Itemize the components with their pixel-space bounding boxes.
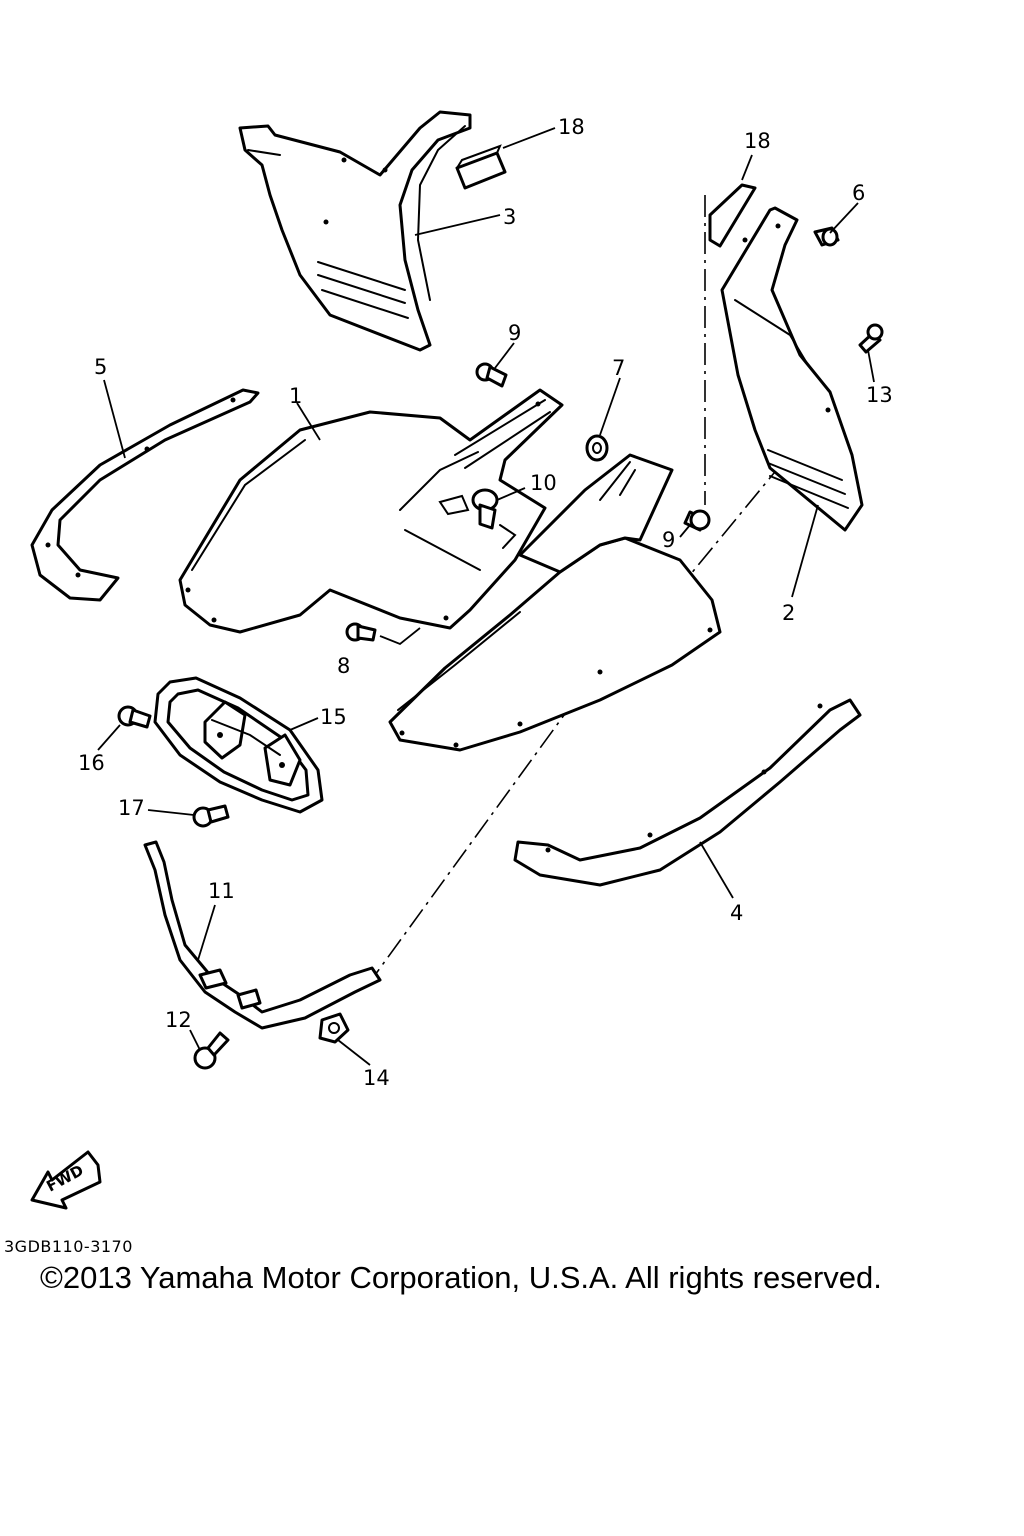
leader-8 xyxy=(379,627,421,646)
part-6-collar xyxy=(813,226,840,247)
part-5-fender-flap xyxy=(30,388,260,602)
callout-18-left: 18 xyxy=(558,115,585,139)
leader-13 xyxy=(867,349,875,383)
leader-17 xyxy=(147,809,195,816)
leader-18b xyxy=(741,154,753,181)
callout-9-lower: 9 xyxy=(662,528,675,552)
leader-9a xyxy=(494,342,515,369)
callout-14: 14 xyxy=(363,1066,390,1090)
part-9-bolt-upper xyxy=(475,362,508,388)
part-9-screw-lower xyxy=(683,509,711,532)
callout-3: 3 xyxy=(503,205,516,229)
part-3-side-cover xyxy=(238,110,472,352)
part-4-fender-flap xyxy=(513,698,862,887)
callout-7: 7 xyxy=(612,356,625,380)
leader-6 xyxy=(829,202,859,234)
fwd-arrow-icon: FWD xyxy=(30,1150,102,1210)
leader-11 xyxy=(197,904,216,961)
callout-12: 12 xyxy=(165,1008,192,1032)
part-18-pad-right xyxy=(708,183,757,248)
leader-2 xyxy=(791,504,819,598)
leader-9b xyxy=(679,524,691,538)
callout-10: 10 xyxy=(530,471,557,495)
callout-4: 4 xyxy=(730,901,743,925)
part-17-bolt xyxy=(192,804,230,828)
copyright-notice: ©2013 Yamaha Motor Corporation, U.S.A. A… xyxy=(40,1260,882,1295)
front-fender xyxy=(388,453,722,752)
part-16-bolt xyxy=(117,705,152,729)
leader-3 xyxy=(414,214,501,236)
callout-13: 13 xyxy=(866,383,893,407)
callout-1: 1 xyxy=(289,384,302,408)
part-12-bolt xyxy=(193,1031,230,1070)
callout-17: 17 xyxy=(118,796,145,820)
part-18-pad-left xyxy=(455,144,507,190)
part-11-stay xyxy=(143,840,382,1030)
leader-4 xyxy=(699,841,734,899)
part-13-screw xyxy=(858,323,884,354)
leader-18a xyxy=(502,127,556,149)
leader-16 xyxy=(97,724,121,751)
callout-5: 5 xyxy=(94,355,107,379)
callout-16: 16 xyxy=(78,751,105,775)
callout-8: 8 xyxy=(337,654,350,678)
callout-18-right: 18 xyxy=(744,129,771,153)
diagram-code: 3GDB110-3170 xyxy=(4,1237,133,1256)
leader-5 xyxy=(103,379,126,459)
assembly-line-c xyxy=(374,699,576,976)
leader-1 xyxy=(296,402,321,441)
part-2-side-cover xyxy=(720,206,864,532)
part-1-rear-fender xyxy=(178,388,564,634)
part-7-grommet xyxy=(585,434,609,462)
callout-2: 2 xyxy=(782,601,795,625)
callout-9-upper: 9 xyxy=(508,321,521,345)
callout-6: 6 xyxy=(852,181,865,205)
callout-11: 11 xyxy=(208,879,235,903)
leader-14 xyxy=(337,1039,371,1066)
part-14-nut xyxy=(318,1012,350,1044)
leader-15 xyxy=(289,717,319,731)
leader-12 xyxy=(189,1029,201,1051)
leader-7 xyxy=(599,377,621,436)
part-15-bracket xyxy=(153,676,324,814)
part-8-bolt xyxy=(345,622,377,642)
leader-10 xyxy=(496,487,526,501)
callout-15: 15 xyxy=(320,705,347,729)
